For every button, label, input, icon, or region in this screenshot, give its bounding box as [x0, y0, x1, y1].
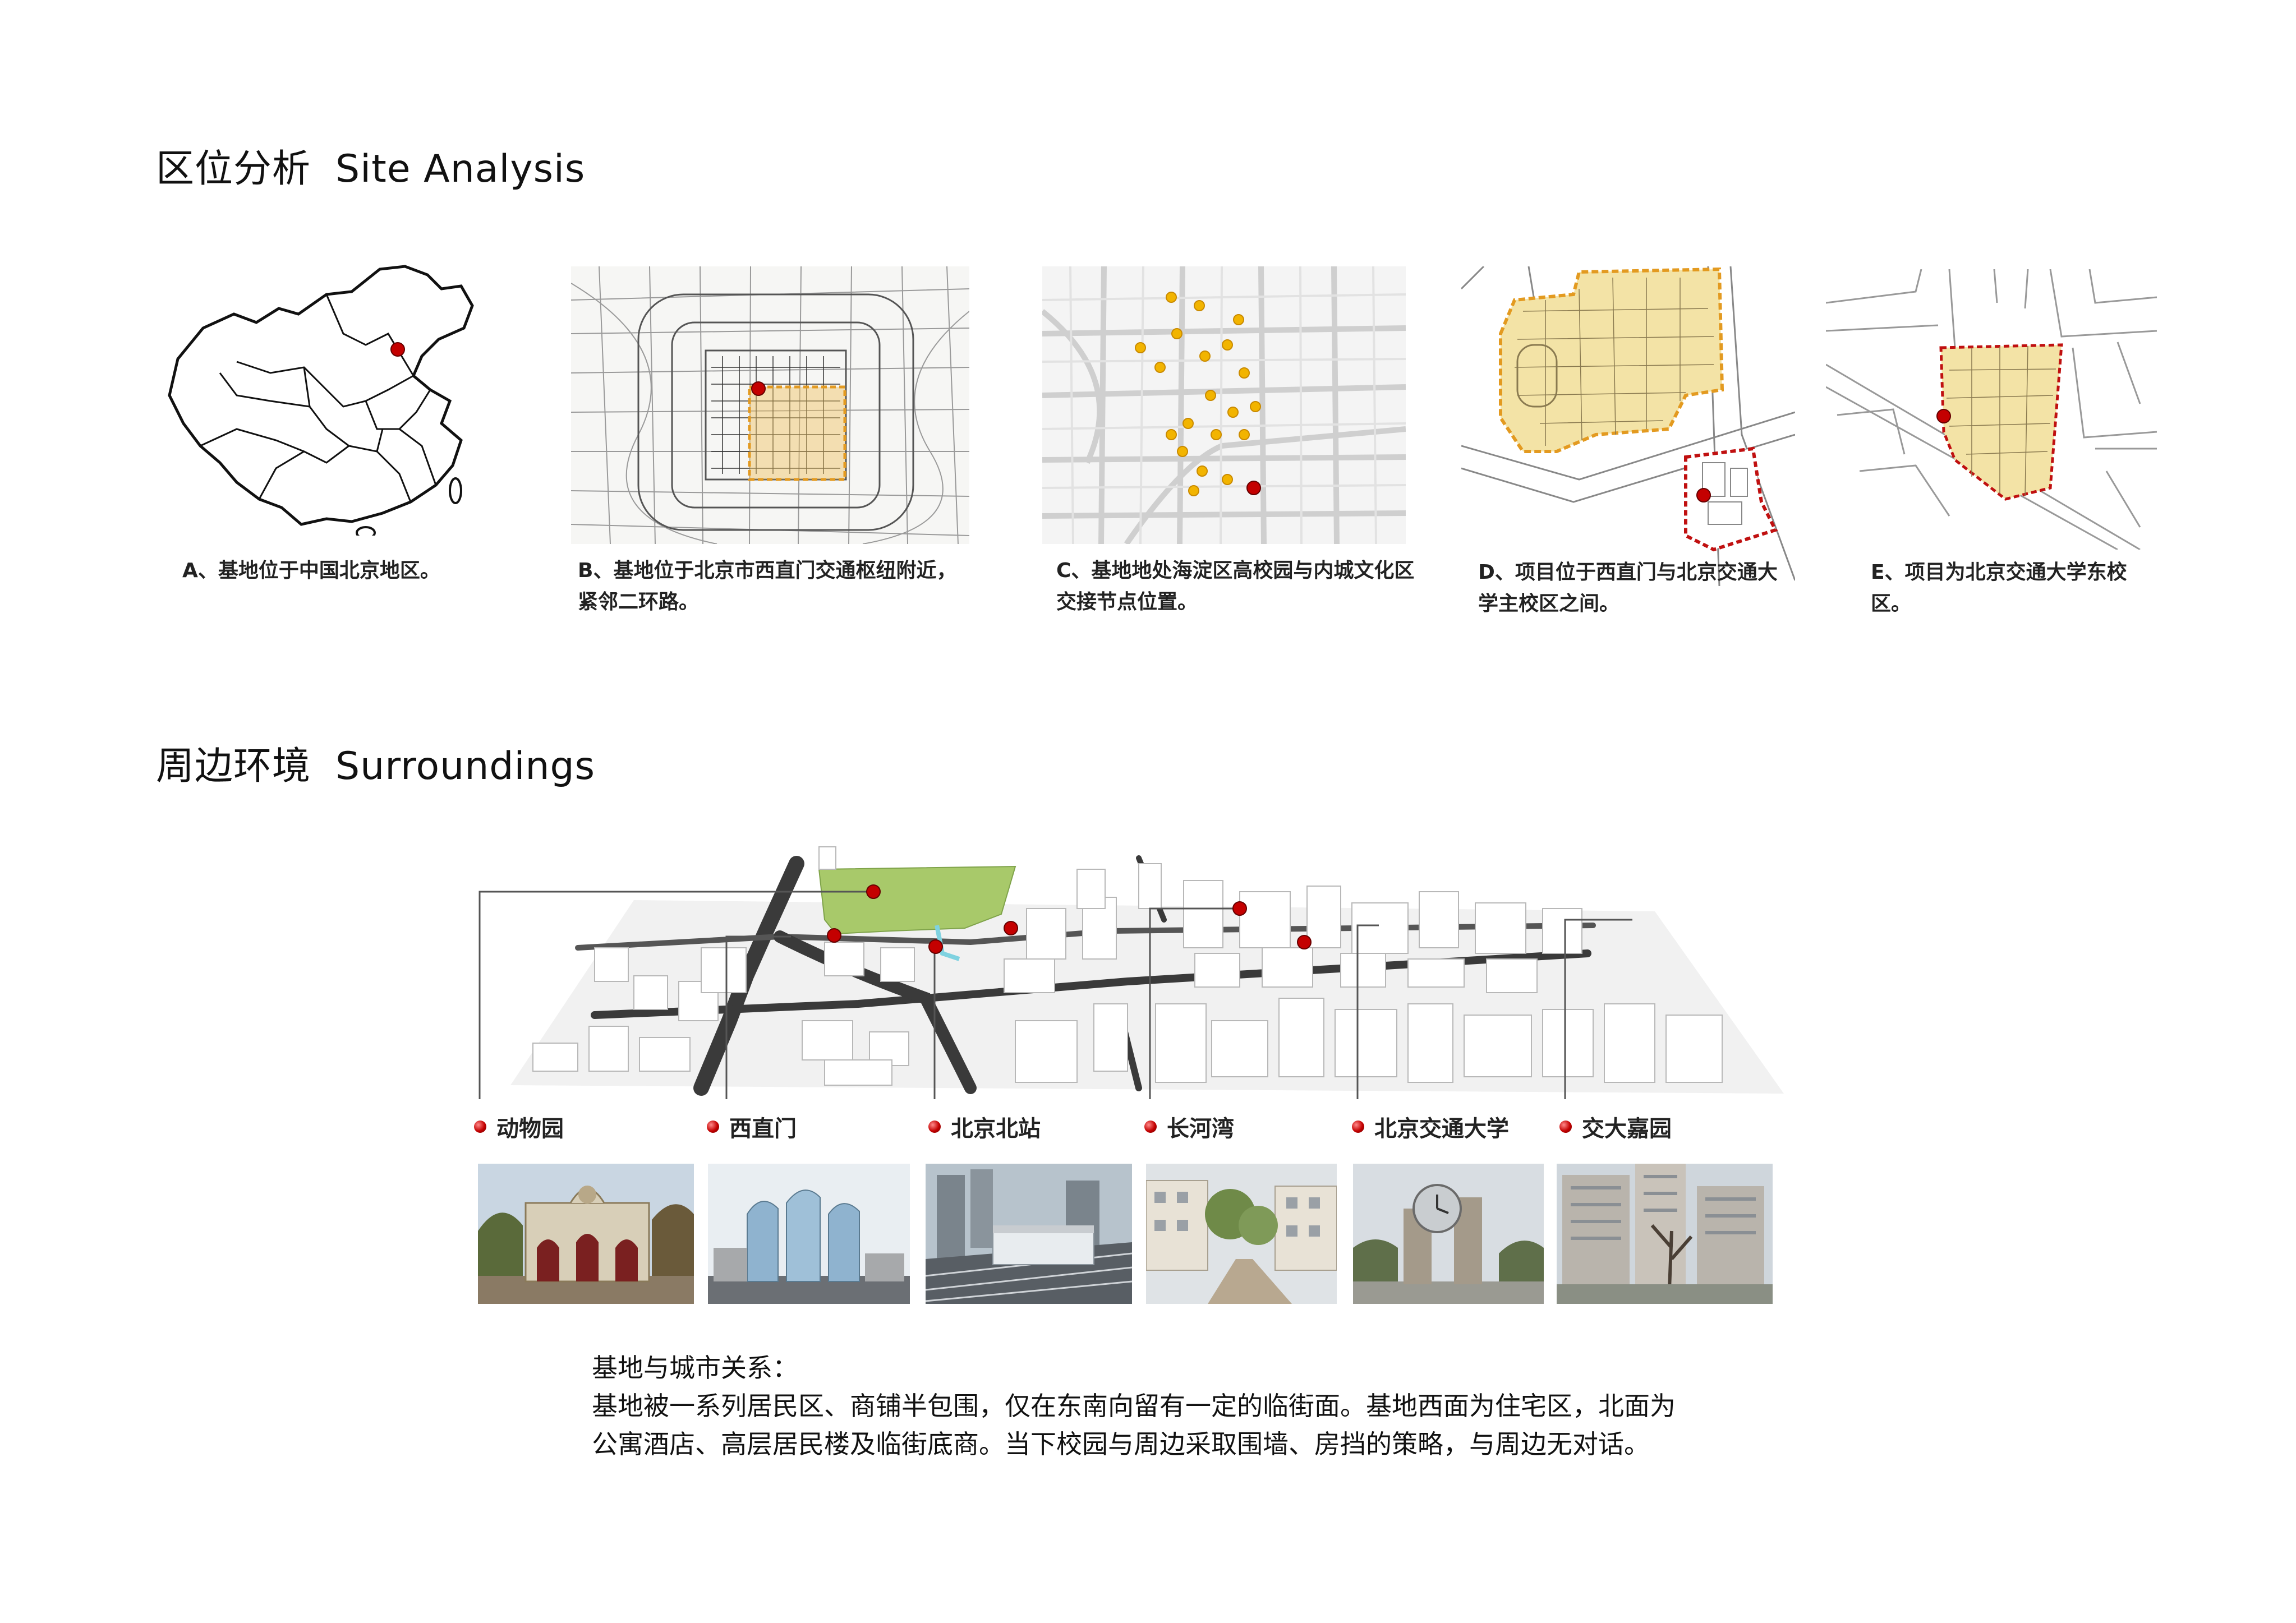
residential-street-photo	[1146, 1164, 1337, 1304]
marker-pin-icon	[928, 1121, 941, 1133]
beijing-road-map	[571, 266, 969, 544]
landmark-jiaoda-jiayuan: 交大嘉园	[1559, 1110, 1672, 1143]
haidian-district-map	[1042, 266, 1406, 544]
landmark-label: 交大嘉园	[1582, 1116, 1672, 1142]
marker-pin-icon	[1144, 1121, 1157, 1133]
city-3d-model	[466, 836, 1789, 1105]
caption-b: B、基地位于北京市西直门交通枢纽附近，紧邻二环路。	[578, 559, 957, 614]
east-campus-map	[1826, 269, 2157, 550]
note-body: 基地被一系列居民区、商铺半包围，仅在东南向留有一定的临街面。基地西面为住宅区，北…	[592, 1391, 1676, 1459]
campus-location-map	[1461, 266, 1795, 586]
surroundings-title: 周边环境 Surroundings	[156, 735, 595, 790]
site-analysis-title-cn: 区位分析	[156, 147, 311, 191]
china-map	[158, 261, 484, 536]
caption-c: C、基地地处海淀区高校园与内城文化区交接节点位置。	[1056, 559, 1415, 614]
marker-pin-icon	[474, 1121, 486, 1133]
marker-pin-icon	[1352, 1121, 1364, 1133]
landmark-label: 北京北站	[951, 1116, 1041, 1142]
surroundings-title-en: Surroundings	[335, 744, 596, 789]
landmark-zoo: 动物园	[474, 1110, 564, 1143]
landmark-bjtu: 北京交通大学	[1352, 1110, 1509, 1143]
landmark-label: 动物园	[496, 1116, 564, 1142]
zoo-gate-photo	[478, 1164, 694, 1304]
landmark-changhewan: 长河湾	[1144, 1110, 1234, 1143]
marker-pin-icon	[1559, 1121, 1572, 1133]
landmark-xizhimen: 西直门	[707, 1110, 797, 1143]
surroundings-title-cn: 周边环境	[156, 744, 311, 789]
caption-a: A、基地位于中国北京地区。	[182, 559, 440, 582]
landmark-label: 长河湾	[1167, 1116, 1234, 1142]
apartment-blocks-photo	[1557, 1164, 1773, 1304]
caption-e: E、项目为北京交通大学东校区。	[1871, 561, 2127, 615]
railway-station-photo	[926, 1164, 1132, 1304]
xizhimen-towers-photo	[708, 1164, 910, 1304]
landmark-label: 北京交通大学	[1374, 1116, 1509, 1142]
landmark-beijing-north-station: 北京北站	[928, 1110, 1041, 1143]
site-city-relation-note: 基地与城市关系： 基地被一系列居民区、商铺半包围，仅在东南向留有一定的临街面。基…	[592, 1349, 1686, 1463]
university-clock-photo	[1353, 1164, 1544, 1304]
landmark-label: 西直门	[729, 1116, 797, 1142]
note-heading: 基地与城市关系：	[592, 1353, 798, 1383]
site-analysis-title: 区位分析 Site Analysis	[156, 137, 585, 193]
caption-d: D、项目位于西直门与北京交通大学主校区之间。	[1478, 561, 1778, 615]
site-analysis-title-en: Site Analysis	[335, 147, 586, 191]
marker-pin-icon	[707, 1121, 719, 1133]
